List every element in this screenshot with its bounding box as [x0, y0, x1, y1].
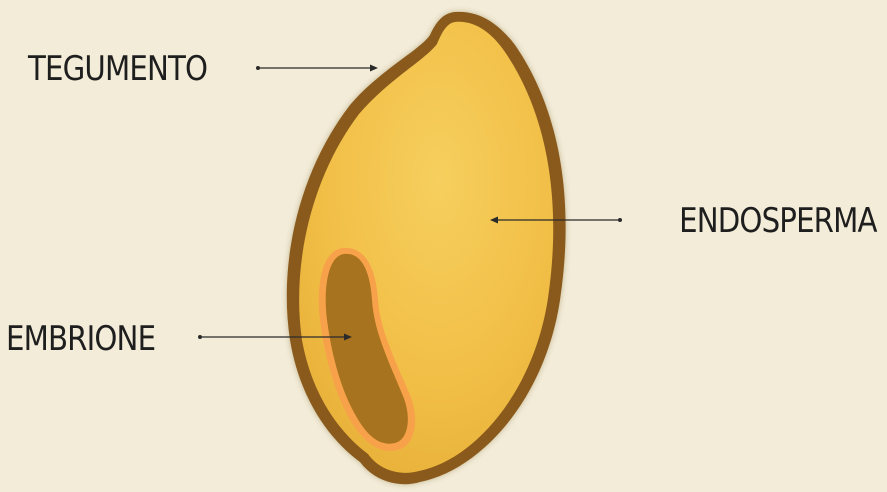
label-endosperma: ENDOSPERMA — [679, 204, 877, 238]
leader-tegumento — [256, 65, 378, 72]
label-tegumento: TEGUMENTO — [28, 52, 207, 86]
label-embrione: EMBRIONE — [6, 322, 155, 356]
